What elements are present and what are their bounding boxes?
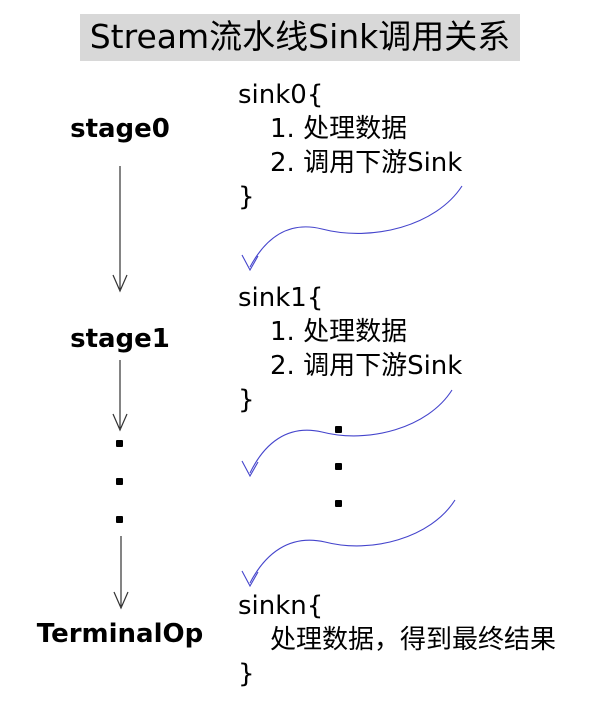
stage0-to-stage1-arrow — [112, 166, 128, 293]
stage1-to-ellipsis-arrow — [112, 360, 128, 432]
vertical-ellipsis-right — [335, 426, 342, 507]
sinkn-header: sinkn{ — [238, 591, 324, 621]
vertical-ellipsis-left — [116, 440, 123, 523]
sink1-close-brace: } — [238, 385, 255, 415]
ellipsis-dot — [335, 426, 342, 433]
ellipsis-dot — [116, 440, 123, 447]
sink1-line-2: 2. 调用下游Sink — [270, 351, 463, 381]
diagram-title-text: Stream流水线Sink调用关系 — [79, 14, 521, 61]
stage-label-terminalop: TerminalOp — [36, 619, 204, 649]
ellipsis-dot — [335, 463, 342, 470]
sink1-code-block: sink1{ 1. 处理数据 2. 调用下游Sink } — [238, 281, 462, 417]
sinkn-code-block: sinkn{ 处理数据，得到最终结果 } — [238, 589, 556, 691]
ellipsis-to-sinkn-curve-arrow — [241, 499, 456, 588]
stage-label-stage1: stage1 — [70, 324, 170, 354]
sink0-line-2: 2. 调用下游Sink — [270, 148, 463, 178]
sink0-line-1: 1. 处理数据 — [270, 114, 408, 144]
ellipsis-dot — [116, 478, 123, 485]
ellipsis-dot — [116, 516, 123, 523]
diagram-title: Stream流水线Sink调用关系 — [0, 14, 600, 61]
sinkn-line-1: 处理数据，得到最终结果 — [270, 625, 557, 655]
sink1-line-1: 1. 处理数据 — [270, 317, 408, 347]
stage-label-stage0: stage0 — [70, 114, 170, 144]
ellipsis-dot — [335, 500, 342, 507]
sink0-code-block: sink0{ 1. 处理数据 2. 调用下游Sink } — [238, 78, 462, 214]
sinkn-close-brace: } — [238, 659, 255, 689]
sink0-close-brace: } — [238, 182, 255, 212]
sink0-header: sink0{ — [238, 80, 324, 110]
sink1-header: sink1{ — [238, 283, 324, 313]
ellipsis-to-terminalop-arrow — [113, 536, 129, 610]
